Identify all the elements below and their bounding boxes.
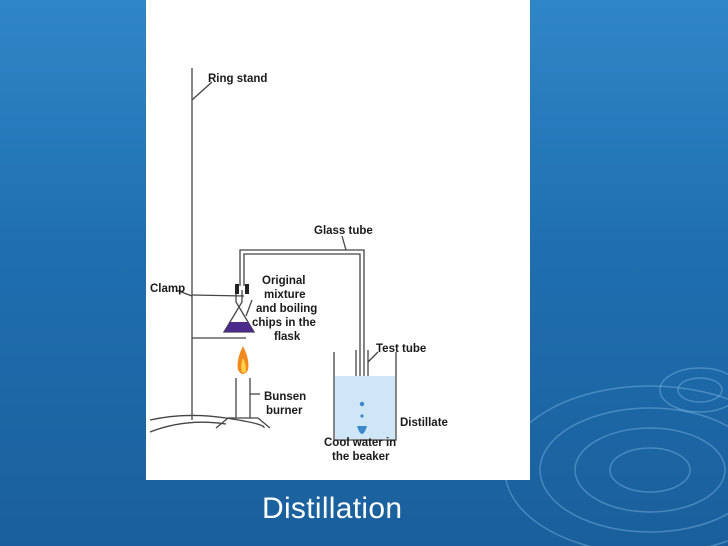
slide-title: Distillation <box>262 492 403 525</box>
label-mixture-line-3: and boiling <box>256 303 317 315</box>
label-cool-water-line-2: the beaker <box>332 451 390 463</box>
label-distillate: Distillate <box>400 417 448 429</box>
distillate-drop <box>359 401 365 407</box>
leader-ring-stand <box>191 81 213 101</box>
label-clamp: Clamp <box>150 283 185 295</box>
burner-flame-core <box>241 358 246 373</box>
label-ring-stand: Ring stand <box>208 73 267 85</box>
leader-clamp <box>175 289 193 297</box>
label-mixture-line-1: Original <box>262 275 305 287</box>
flask-liquid <box>224 322 254 332</box>
label-mixture-line-4: chips in the <box>252 317 316 329</box>
label-bunsen-line-2: burner <box>266 405 303 417</box>
label-mixture-line-2: mixture <box>264 289 306 301</box>
clamp-jaw-left <box>235 284 239 294</box>
gas-hose <box>149 421 227 433</box>
distillation-diagram: Ring stand Glass tube Clamp Original mix… <box>149 68 448 463</box>
diagram-panel: Ring stand Glass tube Clamp Original mix… <box>146 0 530 480</box>
label-test-tube: Test tube <box>376 343 426 355</box>
ring-stand-base <box>149 414 265 429</box>
label-mixture-line-5: flask <box>274 331 301 343</box>
leader-mixture <box>245 299 253 317</box>
burner-base <box>215 417 271 429</box>
distillate-drop <box>360 414 364 418</box>
label-cool-water-line-1: Cool water in <box>324 437 396 449</box>
label-glass-tube: Glass tube <box>314 225 373 237</box>
glass-tube-inner <box>243 253 361 430</box>
leader-test-tube <box>367 351 379 363</box>
clamp-arm <box>191 294 245 297</box>
distillate-liquid <box>357 426 367 434</box>
glass-tube <box>239 249 365 430</box>
label-bunsen-line-1: Bunsen <box>264 391 306 403</box>
leader-glass-tube <box>341 235 347 251</box>
clamp-jaw-right <box>245 284 249 294</box>
